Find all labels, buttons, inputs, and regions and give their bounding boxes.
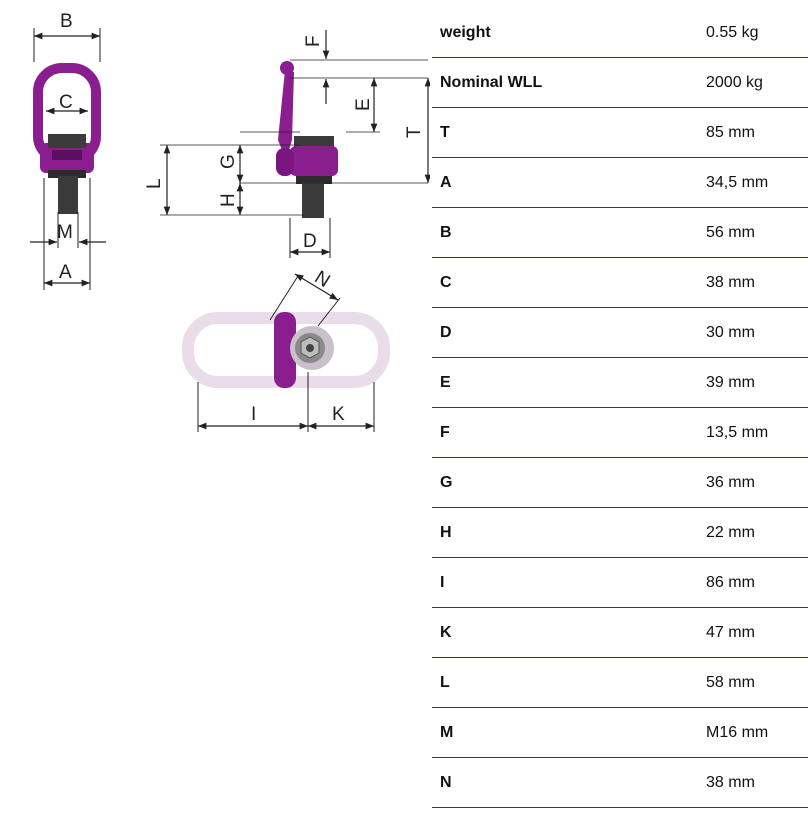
side-view: F E T G H L D	[144, 30, 430, 258]
spec-row: E 39 mm	[432, 358, 808, 408]
spec-label: A	[440, 173, 452, 191]
spec-value: 47 mm	[706, 623, 755, 641]
spec-row: D 30 mm	[432, 308, 808, 358]
spec-row: weight 0.55 kg	[432, 8, 808, 58]
dim-label-K: K	[332, 404, 345, 425]
spec-value: M16 mm	[706, 723, 769, 741]
spec-label: L	[440, 673, 450, 691]
spec-label: T	[440, 123, 450, 141]
spec-value: 38 mm	[706, 773, 755, 791]
spec-row: N 38 mm	[432, 758, 808, 808]
spec-row: T 85 mm	[432, 108, 808, 158]
dim-label-A: A	[59, 262, 72, 283]
spec-row: K 47 mm	[432, 608, 808, 658]
spec-value: 36 mm	[706, 473, 755, 491]
spec-row: M M16 mm	[432, 708, 808, 758]
spec-value: 39 mm	[706, 373, 755, 391]
spec-value: 34,5 mm	[706, 173, 769, 191]
front-bolt	[58, 176, 78, 214]
dim-label-E: E	[353, 98, 374, 111]
spec-row: G 36 mm	[432, 458, 808, 508]
side-body	[290, 146, 338, 176]
dim-label-N: N	[311, 267, 334, 292]
spec-row: H 22 mm	[432, 508, 808, 558]
top-ring-band	[274, 312, 296, 388]
spec-label: Nominal WLL	[440, 73, 543, 91]
spec-label: H	[440, 523, 452, 541]
spec-value: 13,5 mm	[706, 423, 769, 441]
dim-label-I: I	[251, 404, 256, 425]
front-view: B C M A	[30, 11, 106, 290]
spec-label: M	[440, 723, 454, 741]
spec-value: 0.55 kg	[706, 23, 759, 41]
dim-label-M: M	[57, 222, 73, 243]
spec-label: G	[440, 473, 453, 491]
spec-row: I 86 mm	[432, 558, 808, 608]
dim-label-B: B	[60, 11, 73, 32]
spec-label: C	[440, 273, 452, 291]
spec-row: A 34,5 mm	[432, 158, 808, 208]
dim-label-T: T	[404, 126, 425, 138]
spec-label: I	[440, 573, 445, 591]
spec-table: weight 0.55 kg Nominal WLL 2000 kg T 85 mm A 34…	[432, 8, 808, 808]
side-bolt	[302, 182, 324, 218]
spec-value: 30 mm	[706, 323, 755, 341]
side-eye-ring	[278, 70, 294, 160]
spec-label: F	[440, 423, 450, 441]
spec-label: B	[440, 223, 452, 241]
spec-value: 58 mm	[706, 673, 755, 691]
dim-label-C: C	[59, 92, 73, 113]
dim-label-D: D	[303, 231, 317, 252]
spec-label: K	[440, 623, 452, 641]
spec-row: C 38 mm	[432, 258, 808, 308]
technical-drawing: B C M A F	[30, 11, 430, 432]
spec-row: Nominal WLL 2000 kg	[432, 58, 808, 108]
spec-label: E	[440, 373, 451, 391]
spec-value: 38 mm	[706, 273, 755, 291]
spec-label: weight	[440, 23, 491, 41]
spec-label: D	[440, 323, 452, 341]
spec-value: 85 mm	[706, 123, 755, 141]
spec-value: 86 mm	[706, 573, 755, 591]
dim-label-G: G	[218, 154, 239, 169]
spec-value: 22 mm	[706, 523, 755, 541]
spec-label: N	[440, 773, 452, 791]
top-view: N I K	[182, 267, 390, 432]
spec-value: 2000 kg	[706, 73, 763, 91]
spec-row: B 56 mm	[432, 208, 808, 258]
spec-row: F 13,5 mm	[432, 408, 808, 458]
dim-label-F: F	[303, 35, 324, 47]
dim-label-H: H	[218, 193, 239, 207]
spec-row: L 58 mm	[432, 658, 808, 708]
spec-value: 56 mm	[706, 223, 755, 241]
dim-label-L: L	[144, 178, 165, 189]
